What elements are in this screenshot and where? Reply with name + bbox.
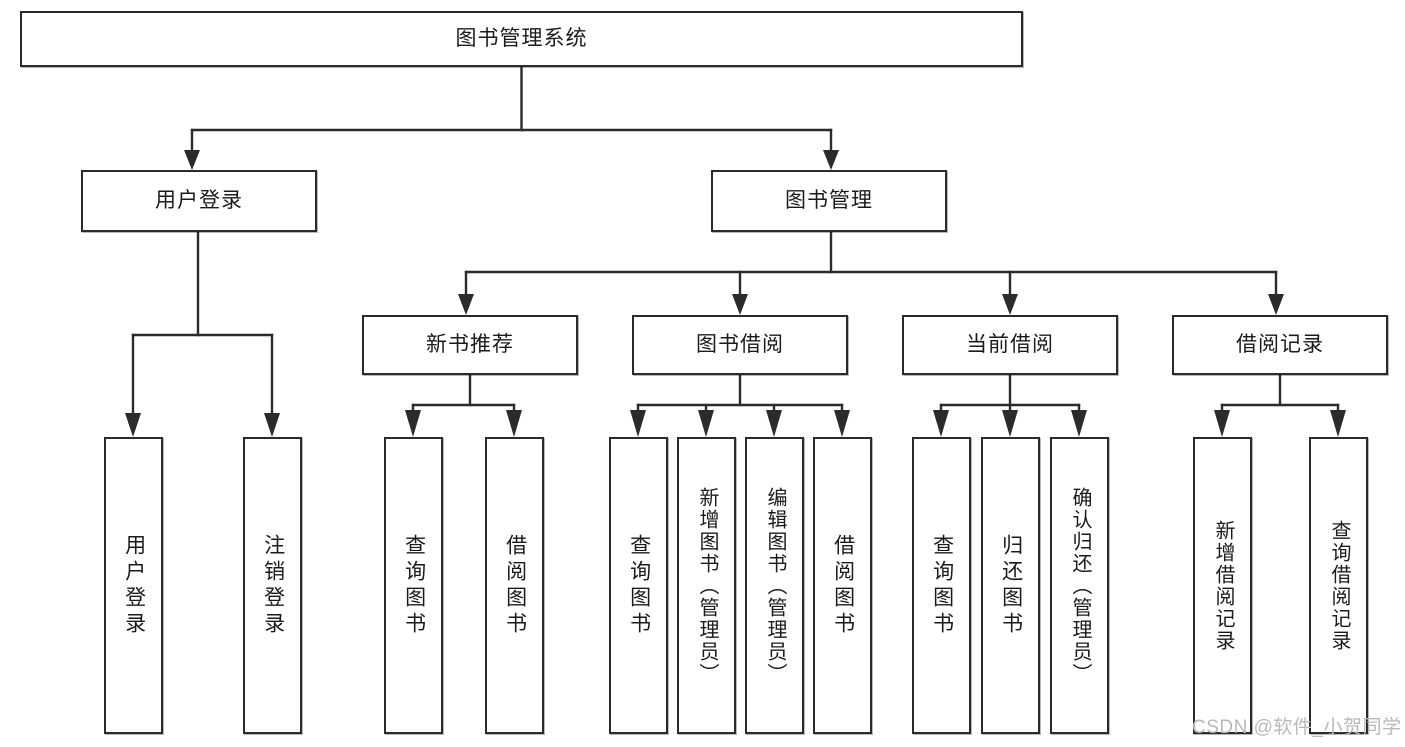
node-book-management-label: 图书管理 <box>785 189 873 213</box>
node-leaf-return-book[interactable]: 归还图书 <box>981 437 1040 734</box>
node-leaf-query-book-3[interactable]: 查询图书 <box>912 437 971 734</box>
node-root[interactable]: 图书管理系统 <box>20 11 1023 67</box>
arrowhead-book-management <box>823 150 839 170</box>
node-user-login[interactable]: 用户登录 <box>81 170 317 232</box>
arrowhead-leaf-user-login <box>125 413 141 437</box>
arrowhead-new-book <box>458 294 474 315</box>
node-borrow-record[interactable]: 借阅记录 <box>1172 315 1388 375</box>
node-user-login-label: 用户登录 <box>155 189 243 213</box>
arrowhead-book-borrow <box>732 294 748 315</box>
node-leaf-query-book-3-label: 查询图书 <box>930 533 954 638</box>
arrowhead-leaf-query-book-1 <box>405 410 421 437</box>
arrowhead-leaf-borrow-book-2 <box>834 410 850 437</box>
node-new-book-recommend-label: 新书推荐 <box>426 333 514 357</box>
node-current-borrow-label: 当前借阅 <box>966 333 1054 357</box>
arrowhead-current-borrow <box>1002 294 1018 315</box>
node-leaf-query-book-2[interactable]: 查询图书 <box>609 437 668 734</box>
node-book-borrow[interactable]: 图书借阅 <box>632 315 848 375</box>
node-leaf-query-book-1[interactable]: 查询图书 <box>384 437 443 734</box>
node-leaf-query-book-2-label: 查询图书 <box>627 533 651 638</box>
node-leaf-add-book-label: 新增图书（管理员） <box>696 486 718 685</box>
node-leaf-borrow-book-2-label: 借阅图书 <box>831 533 855 638</box>
node-leaf-user-logout-label: 注销登录 <box>261 533 285 638</box>
node-leaf-add-record[interactable]: 新增借阅记录 <box>1193 437 1252 734</box>
node-leaf-user-login[interactable]: 用户登录 <box>104 437 163 734</box>
arrowhead-borrow-record <box>1268 294 1284 315</box>
arrowhead-leaf-query-book-2 <box>630 410 646 437</box>
node-book-borrow-label: 图书借阅 <box>696 333 784 357</box>
arrowhead-leaf-borrow-book-1 <box>506 410 522 437</box>
node-leaf-edit-book-label: 编辑图书（管理员） <box>764 486 786 685</box>
node-leaf-borrow-book-1[interactable]: 借阅图书 <box>485 437 544 734</box>
node-leaf-borrow-book-1-label: 借阅图书 <box>503 533 527 638</box>
node-leaf-user-login-label: 用户登录 <box>122 533 146 638</box>
node-leaf-query-book-1-label: 查询图书 <box>402 533 426 638</box>
arrowhead-leaf-return-book <box>1002 410 1018 437</box>
arrowhead-leaf-add-record <box>1214 410 1230 437</box>
node-leaf-query-record-label: 查询借阅记录 <box>1328 519 1350 652</box>
node-root-label: 图书管理系统 <box>455 27 588 51</box>
arrowhead-leaf-add-book <box>698 410 714 437</box>
node-leaf-query-record[interactable]: 查询借阅记录 <box>1309 437 1368 734</box>
node-leaf-confirm-return-label: 确认归还（管理员） <box>1069 486 1091 685</box>
arrowhead-leaf-query-book-3 <box>933 410 949 437</box>
node-book-management[interactable]: 图书管理 <box>711 170 947 232</box>
node-new-book-recommend[interactable]: 新书推荐 <box>362 315 578 375</box>
node-leaf-edit-book[interactable]: 编辑图书（管理员） <box>745 437 804 734</box>
node-leaf-add-record-label: 新增借阅记录 <box>1212 519 1234 652</box>
node-leaf-user-logout[interactable]: 注销登录 <box>243 437 302 734</box>
arrowhead-leaf-edit-book <box>766 410 782 437</box>
node-leaf-return-book-label: 归还图书 <box>999 533 1023 638</box>
node-current-borrow[interactable]: 当前借阅 <box>902 315 1118 375</box>
node-leaf-add-book[interactable]: 新增图书（管理员） <box>677 437 736 734</box>
arrowhead-leaf-confirm-return <box>1071 410 1087 437</box>
node-borrow-record-label: 借阅记录 <box>1236 333 1324 357</box>
arrowhead-leaf-query-record <box>1330 410 1346 437</box>
node-leaf-confirm-return[interactable]: 确认归还（管理员） <box>1050 437 1109 734</box>
arrowhead-user-login <box>184 150 200 170</box>
node-leaf-borrow-book-2[interactable]: 借阅图书 <box>813 437 872 734</box>
arrowhead-leaf-user-logout <box>264 413 280 437</box>
